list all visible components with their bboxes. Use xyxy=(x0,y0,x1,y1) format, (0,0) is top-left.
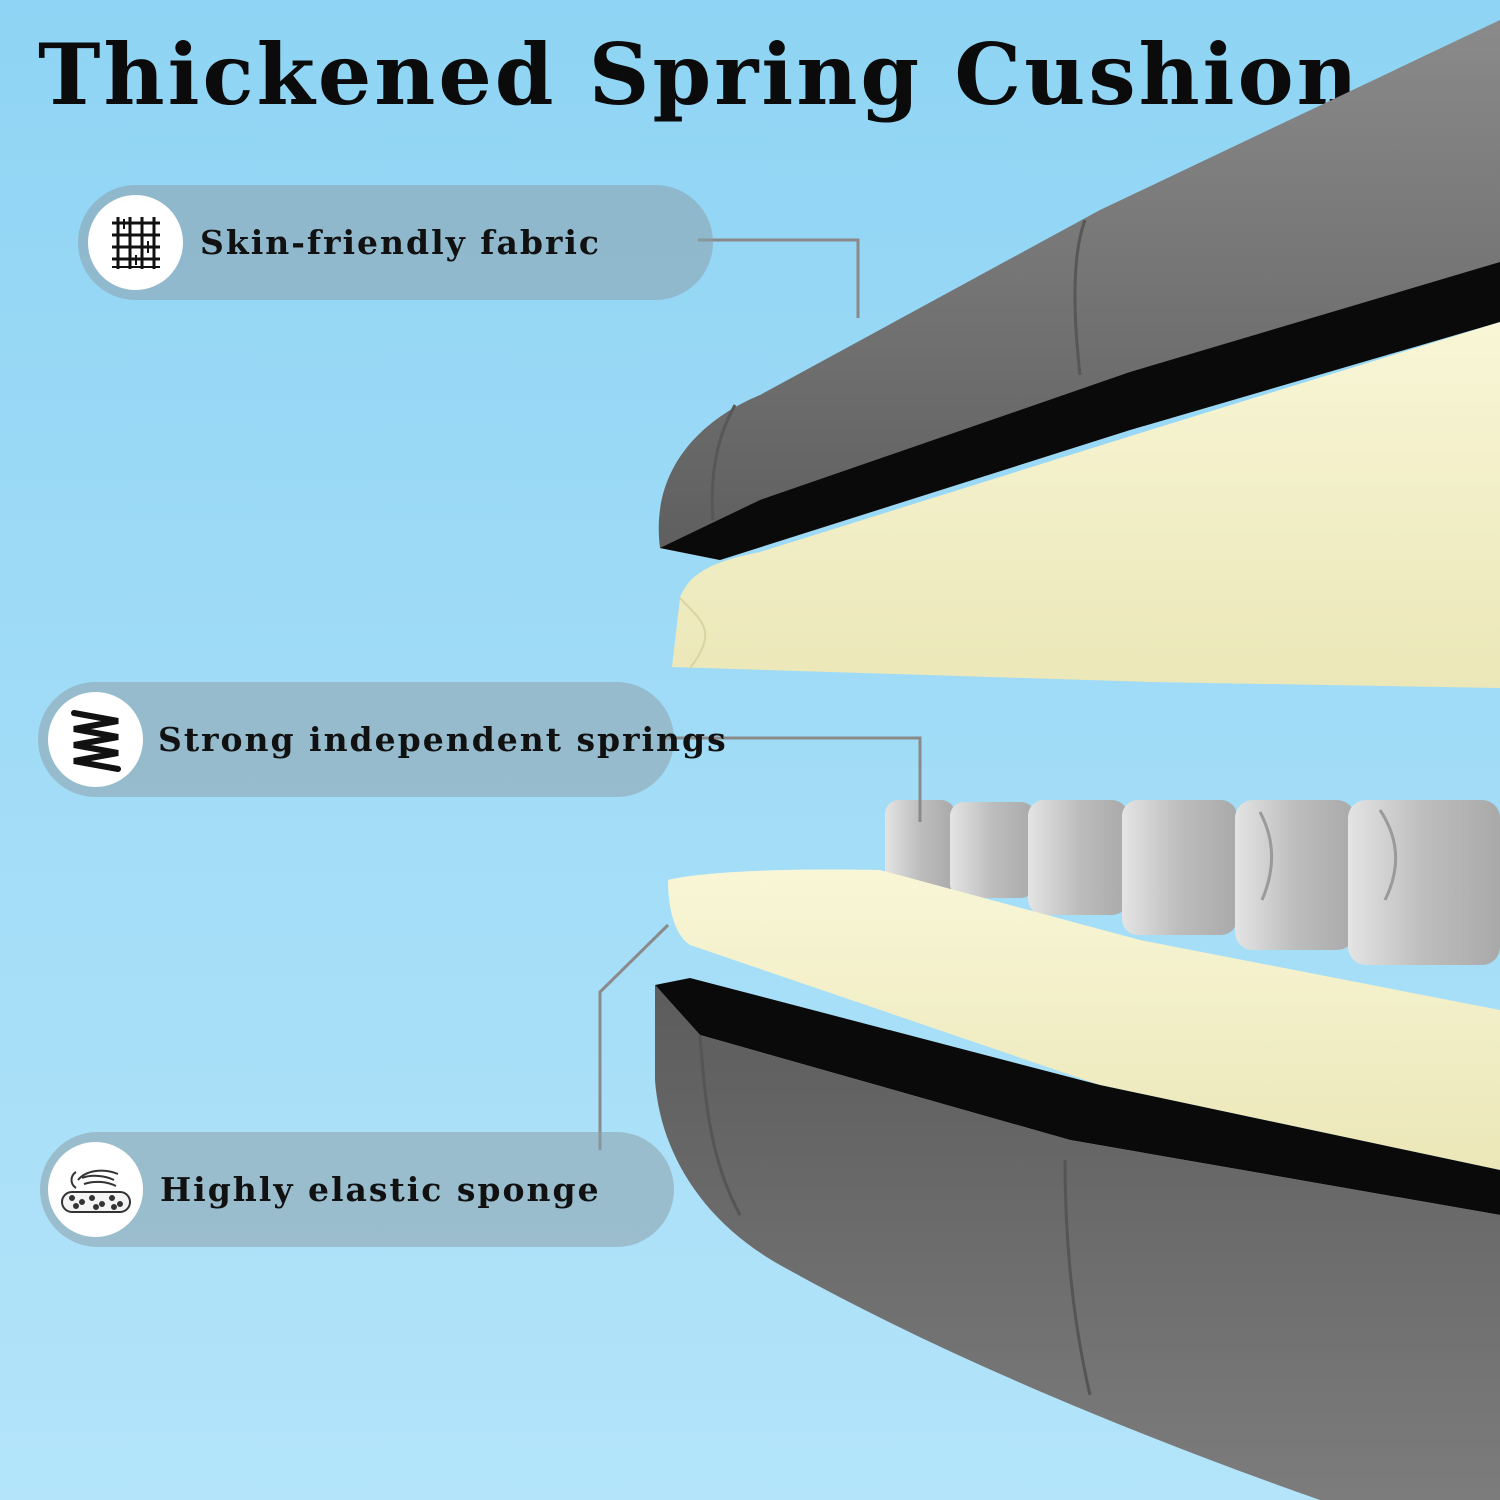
bottom-fabric-layer xyxy=(655,978,1500,1500)
top-sponge-layer xyxy=(672,322,1500,688)
spring-pockets-row xyxy=(885,800,1500,965)
page-title: Thickened Spring Cushion xyxy=(38,25,1361,124)
leader-line-fabric xyxy=(698,238,860,318)
top-fabric-layer xyxy=(658,20,1500,560)
fabric-weave-icon xyxy=(88,195,183,290)
coil-spring-icon xyxy=(48,692,143,787)
feature-label-springs: Strong independent springs xyxy=(158,720,728,759)
leader-line-sponge xyxy=(598,923,670,1150)
feature-label-fabric: Skin-friendly fabric xyxy=(200,223,601,262)
hand-on-sponge-icon xyxy=(48,1142,143,1237)
feature-pill-sponge: Highly elastic sponge xyxy=(40,1132,674,1247)
bottom-sponge-layer xyxy=(668,869,1500,1170)
feature-pill-springs: Strong independent springs xyxy=(38,682,726,797)
leader-lines xyxy=(598,238,922,1150)
feature-pill-fabric: Skin-friendly fabric xyxy=(78,185,713,300)
feature-label-sponge: Highly elastic sponge xyxy=(160,1170,601,1209)
bottom-black-liner xyxy=(655,978,1500,1215)
leader-line-springs xyxy=(665,736,922,822)
top-black-liner xyxy=(660,262,1500,560)
